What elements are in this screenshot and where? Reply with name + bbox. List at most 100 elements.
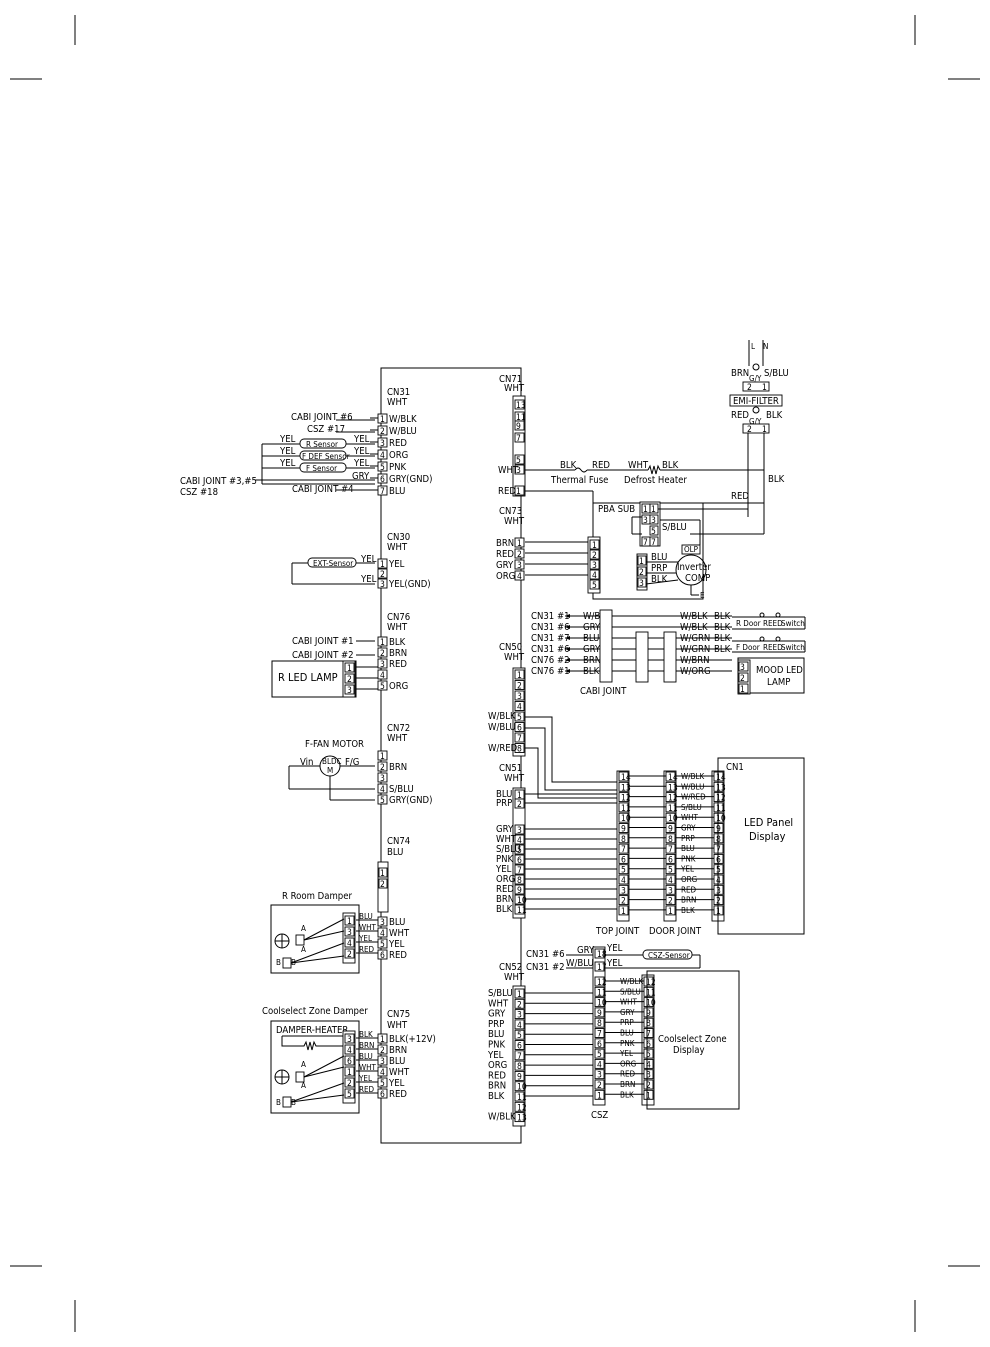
pin-number: 5 bbox=[380, 1079, 385, 1089]
pin-color-label: BRN bbox=[389, 1045, 407, 1056]
r-led-lamp: R LED LAMP bbox=[278, 671, 338, 684]
pin-color-label: BRN bbox=[496, 538, 514, 549]
pin-number: 12 bbox=[646, 978, 656, 988]
pin-number: 3 bbox=[380, 918, 385, 928]
wire-label: YEL bbox=[279, 434, 296, 445]
pin-number: 14 bbox=[621, 773, 631, 783]
led-wire-color: ORG bbox=[681, 875, 697, 884]
power-gy-bottom: G/Y bbox=[749, 417, 762, 426]
pin-number: 2 bbox=[592, 551, 597, 561]
pin-number: 1 bbox=[347, 917, 352, 927]
pin-number: 3 bbox=[380, 580, 385, 590]
pin-number: 13 bbox=[668, 783, 678, 793]
damper-heater: DAMPER-HEATER bbox=[276, 1025, 348, 1036]
pin-number: 4 bbox=[646, 1060, 651, 1070]
cabi-joint-3-5: CABI JOINT #3,#5 bbox=[180, 476, 257, 487]
wire-label: YEL bbox=[360, 574, 377, 585]
led-wire-color: PRP bbox=[681, 834, 695, 843]
pin-number: 7 bbox=[517, 866, 522, 876]
pin-number: 5 bbox=[380, 796, 385, 806]
cabi-switch-color: BLK bbox=[714, 644, 731, 655]
pin-color-label: W/BLK bbox=[488, 1112, 516, 1123]
svg-text:5: 5 bbox=[651, 527, 656, 537]
pin-color-label: ORG bbox=[389, 681, 408, 692]
pin-number: 1 bbox=[380, 1035, 385, 1045]
cabi-right-color: W/BRN bbox=[680, 655, 710, 666]
cn51-connector: CN51 WHT 1BLU2PRP3GRY4WHT5S/BLU6PNK7YEL8… bbox=[495, 716, 805, 937]
pin-number: 2 bbox=[347, 950, 352, 960]
cabi-switch-color: BLK bbox=[714, 611, 731, 622]
pin-color-label: WHT bbox=[488, 998, 509, 1009]
wire-label: YEL bbox=[360, 554, 377, 565]
pin-color-label: PNK bbox=[488, 1040, 506, 1051]
pin-color-label: BLK bbox=[496, 904, 513, 915]
earth-e: E bbox=[700, 591, 705, 600]
pin-number: 1 bbox=[380, 638, 385, 648]
f-fan-motor: F-FAN MOTOR bbox=[305, 739, 364, 750]
cn1-label: CN1 bbox=[726, 762, 744, 773]
cn71-label: CN71 bbox=[499, 374, 522, 385]
pin-number: 4 bbox=[380, 671, 385, 681]
csz-wire-color: W/BLK bbox=[620, 977, 643, 986]
cn71-blk-right: BLK bbox=[768, 474, 785, 485]
power-red: RED bbox=[731, 410, 749, 421]
wire-label: W/RED bbox=[488, 743, 518, 754]
fg: F/G bbox=[345, 757, 359, 768]
cn72-color: WHT bbox=[387, 733, 408, 744]
cn71-blk: BLK bbox=[560, 460, 577, 471]
pin-color-label: S/BLU bbox=[496, 844, 521, 855]
cabi-joint-4: CABI JOINT #4 bbox=[292, 484, 354, 495]
cn30-color: WHT bbox=[387, 542, 408, 553]
pin-number: 4 bbox=[668, 876, 673, 886]
pin-number: 7 bbox=[621, 845, 626, 855]
mood-lamp: LAMP bbox=[767, 677, 790, 688]
pin-number: 2 bbox=[517, 550, 522, 560]
pin-number: 18 bbox=[597, 950, 607, 960]
pin-color-label: YEL bbox=[388, 559, 405, 570]
cn71-wht-wire: WHT bbox=[628, 460, 649, 471]
svg-text:7: 7 bbox=[643, 538, 648, 548]
cabi-ref: CN31 #1 bbox=[531, 611, 570, 622]
pin-color-label: ORG bbox=[496, 571, 515, 582]
cn71-red: RED bbox=[498, 486, 516, 497]
pin-color-label: RED bbox=[389, 659, 407, 670]
pin-color-label: YEL bbox=[388, 939, 405, 950]
svg-text:B: B bbox=[291, 1098, 296, 1107]
svg-text:5: 5 bbox=[516, 456, 521, 466]
cn30-label: CN30 bbox=[387, 532, 410, 543]
pin-color-label: BLK bbox=[488, 1091, 505, 1102]
pin-number: 2 bbox=[380, 570, 385, 580]
pin-number: 4 bbox=[517, 572, 522, 582]
pin-number: 4 bbox=[597, 1060, 602, 1070]
pin-number: 8 bbox=[668, 835, 673, 845]
f-door: F Door bbox=[736, 643, 760, 652]
pin-number: 12 bbox=[517, 1103, 527, 1113]
pin-number: 1 bbox=[668, 907, 673, 917]
svg-text:B: B bbox=[276, 1098, 281, 1107]
svg-text:1: 1 bbox=[762, 383, 767, 393]
pin-number: 2 bbox=[646, 1081, 651, 1091]
pin-number: 6 bbox=[517, 1042, 522, 1052]
csz-wire-color: BLU bbox=[620, 1029, 634, 1038]
svg-text:A: A bbox=[301, 1060, 306, 1069]
pin-number: 5 bbox=[380, 463, 385, 473]
csz-display-line2: Display bbox=[673, 1045, 705, 1056]
pba-sub-label: PBA SUB bbox=[598, 504, 635, 515]
pin-number: 7 bbox=[646, 1030, 651, 1040]
pin-color-label: YEL bbox=[487, 1050, 504, 1061]
pin-number: 10 bbox=[668, 814, 678, 824]
svg-text:3: 3 bbox=[516, 466, 521, 476]
pin-color-label: BLU bbox=[389, 486, 405, 497]
comp: COMP bbox=[685, 573, 710, 584]
cabi-right-color: W/ORG bbox=[680, 666, 711, 677]
pin-number: 3 bbox=[621, 886, 626, 896]
pin-number: 3 bbox=[347, 686, 352, 696]
pin-color-label: RED bbox=[496, 884, 514, 895]
pin-color-label: RED bbox=[488, 1070, 506, 1081]
cabi-ref: CN31 #6 bbox=[531, 622, 570, 633]
svg-text:7: 7 bbox=[651, 538, 656, 548]
svg-text:11: 11 bbox=[516, 413, 526, 423]
svg-text:N: N bbox=[763, 342, 768, 351]
